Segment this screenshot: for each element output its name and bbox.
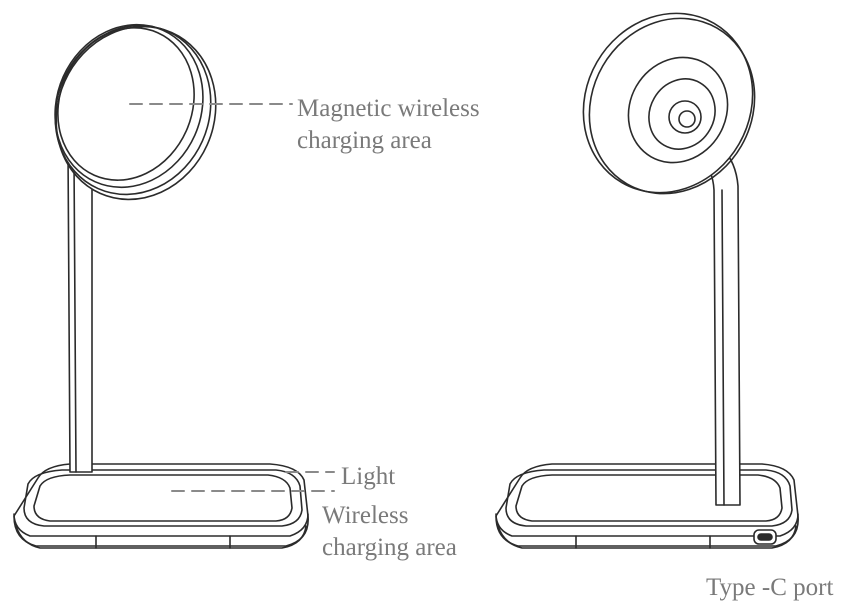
back-view-charger xyxy=(495,12,799,549)
back-base xyxy=(495,463,799,549)
type-c-port xyxy=(753,529,777,545)
magnetic-wireless-charging-label: Magnetic wireless charging area xyxy=(297,93,480,157)
back-magnetic-head xyxy=(582,12,756,195)
wireless-label-line2: charging area xyxy=(322,534,457,561)
leader-lines-front xyxy=(129,103,335,492)
front-magnetic-head xyxy=(54,23,217,201)
wireless-charging-label: Wireless charging area xyxy=(322,500,457,564)
front-pole xyxy=(67,149,93,473)
light-label: Light xyxy=(341,463,396,490)
front-view-charger xyxy=(13,23,335,549)
wireless-label-line1: Wireless xyxy=(322,502,409,529)
type-c-port-label: Type -C port xyxy=(706,574,834,601)
magnetic-label-line2: charging area xyxy=(297,127,432,154)
front-base xyxy=(13,463,309,549)
magnetic-label-line1: Magnetic wireless xyxy=(297,95,480,122)
